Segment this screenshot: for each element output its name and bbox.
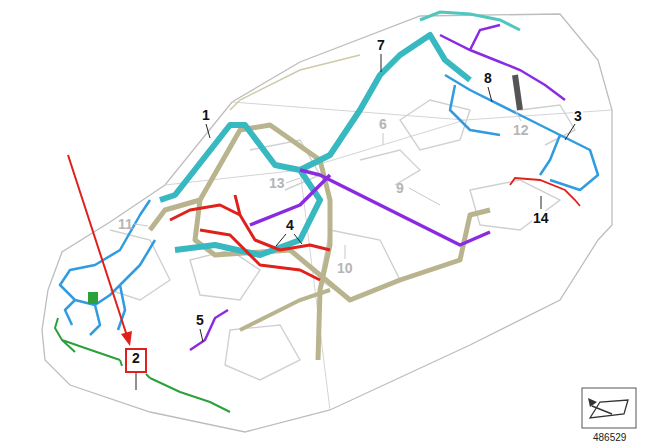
callout-number: 12 xyxy=(512,123,530,138)
callout-number: 5 xyxy=(195,313,205,328)
car-outline xyxy=(42,14,612,432)
view-icon xyxy=(588,398,597,407)
callout-number: 4 xyxy=(285,218,295,233)
harness-cyan xyxy=(160,35,470,255)
harness-green xyxy=(55,318,230,412)
view-icon xyxy=(582,388,636,428)
harness-purple xyxy=(190,310,228,350)
callout-number: 1 xyxy=(201,108,211,123)
harness-beige-thin xyxy=(230,55,360,110)
harness-purple-roof xyxy=(440,25,565,100)
figure-number: 486529 xyxy=(592,432,627,443)
callout-box: 2 xyxy=(125,348,147,373)
harness-blue-front xyxy=(60,200,155,335)
callout-number: 13 xyxy=(268,176,286,191)
harness-red-14 xyxy=(510,178,580,206)
harness-blue-rear xyxy=(445,75,598,190)
ghost-parts xyxy=(110,100,575,380)
harness-beige xyxy=(240,290,330,330)
view-icon xyxy=(592,406,612,414)
leader-line xyxy=(136,54,575,390)
module-green xyxy=(88,292,98,304)
harness-cyan xyxy=(420,12,520,30)
module-black xyxy=(515,75,520,110)
callout-number: 9 xyxy=(395,181,405,196)
callout-number: 14 xyxy=(532,211,550,226)
callout-number: 11 xyxy=(117,217,134,232)
callout-number: 7 xyxy=(376,38,386,53)
pointer-arrow xyxy=(68,155,127,336)
pointer-arrowhead xyxy=(121,331,132,346)
callout-number: 6 xyxy=(378,117,388,132)
harness-red xyxy=(170,195,330,280)
callout-number: 8 xyxy=(483,71,493,86)
leader-line-grey xyxy=(134,110,521,259)
callout-number: 10 xyxy=(336,261,354,276)
callout-number: 3 xyxy=(573,109,583,124)
callout-number: 2 xyxy=(127,351,145,366)
harness-purple xyxy=(250,170,490,245)
